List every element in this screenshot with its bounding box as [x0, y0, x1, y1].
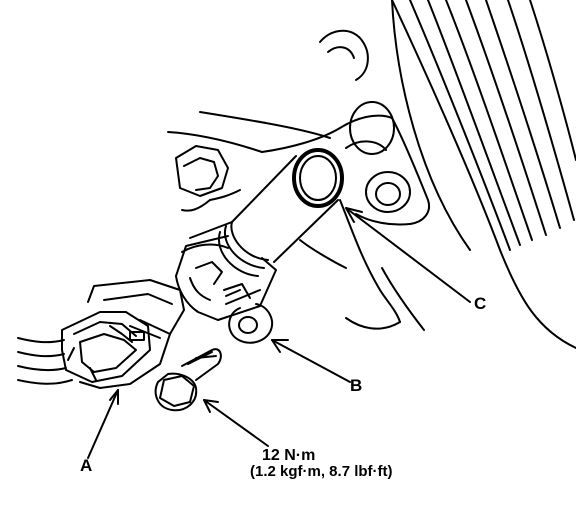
connector — [61, 279, 185, 389]
torque-spec-alternate: (1.2 kgf·m, 8.7 lbf·ft) — [250, 463, 393, 480]
leader-c — [345, 207, 471, 303]
leader-torque — [203, 399, 269, 447]
callout-label-c: C — [474, 294, 487, 313]
crankshaft-position-sensor — [175, 155, 339, 344]
torque-spec-metric: 12 N·m — [262, 447, 316, 464]
callout-label-b: B — [350, 376, 363, 395]
mounting-boss — [365, 171, 411, 213]
o-ring — [292, 148, 344, 208]
leader-b — [271, 339, 351, 383]
mounting-bolt — [154, 348, 222, 412]
engine-housing — [167, 29, 430, 331]
tire — [391, 0, 576, 349]
wire-harness — [17, 337, 73, 385]
housing-hex-bolt — [175, 145, 229, 197]
leader-a — [87, 389, 119, 459]
callout-label-a: A — [80, 456, 93, 475]
